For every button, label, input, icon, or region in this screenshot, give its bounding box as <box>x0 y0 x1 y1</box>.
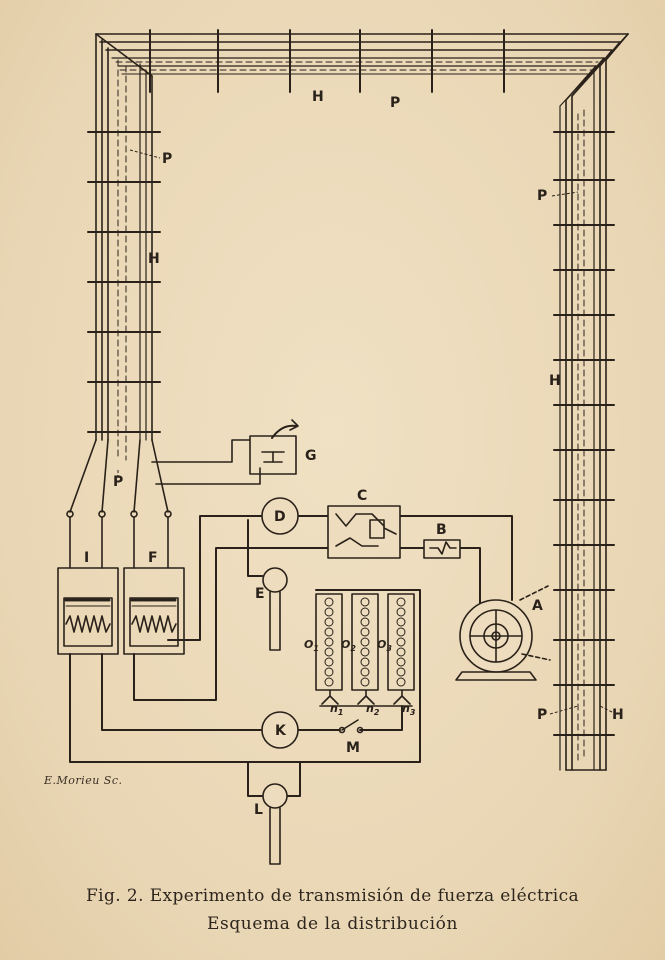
label-O3: O3 <box>377 638 392 653</box>
component-labels: H P P H P H P H P G C D B A I F E K M L … <box>84 89 624 818</box>
resistance-bead <box>360 637 370 647</box>
transformer-I <box>57 567 119 655</box>
meter-K <box>261 711 299 749</box>
lamp-L <box>262 783 288 865</box>
resistance-bead <box>396 627 406 637</box>
label-n3: n3 <box>402 702 416 717</box>
label-H-bottom-right: H <box>612 707 624 723</box>
resistance-bead <box>396 677 406 687</box>
resistance-banks <box>315 593 415 691</box>
regulator-G <box>249 419 299 475</box>
switchboard-C <box>327 505 401 559</box>
resistance-bead <box>360 597 370 607</box>
figure-caption-line2: Esquema de la distribución <box>206 914 459 934</box>
resistance-bead <box>324 647 334 657</box>
label-H-top: H <box>312 89 324 105</box>
label-E: E <box>255 586 265 602</box>
transformer-F <box>123 567 185 655</box>
resistance-bead <box>324 637 334 647</box>
label-P-right: P <box>537 188 547 204</box>
resistance-bead <box>360 667 370 677</box>
label-M: M <box>346 740 360 756</box>
resistance-bead <box>396 617 406 627</box>
label-H-right: H <box>549 373 561 389</box>
label-D: D <box>274 509 286 525</box>
fuse-B <box>423 539 461 559</box>
label-L: L <box>254 802 263 818</box>
figure-caption-line1: Fig. 2. Experimento de transmisión de fu… <box>85 886 580 906</box>
label-I: I <box>84 550 89 566</box>
resistance-bead <box>324 597 334 607</box>
label-K: K <box>275 723 287 739</box>
resistance-bead <box>396 647 406 657</box>
resistance-bead <box>396 637 406 647</box>
label-O1: O1 <box>304 638 319 653</box>
label-P-left: P <box>162 151 172 167</box>
label-P-center: P <box>113 474 123 490</box>
label-n2: n2 <box>366 702 380 717</box>
meter-D <box>261 497 299 535</box>
resistance-bead <box>324 657 334 667</box>
label-G: G <box>305 448 317 464</box>
label-H-left: H <box>148 251 160 267</box>
resistance-bead <box>360 617 370 627</box>
label-C: C <box>357 488 367 504</box>
resistance-bead <box>396 667 406 677</box>
resistance-bead <box>324 607 334 617</box>
resistance-bead <box>324 667 334 677</box>
resistance-bead <box>396 597 406 607</box>
lamp-E <box>261 567 288 651</box>
label-F: F <box>148 550 158 566</box>
insulator-crossbars-top <box>149 29 505 93</box>
resistance-bead <box>360 647 370 657</box>
resistance-bead <box>324 617 334 627</box>
label-P-top: P <box>390 95 400 111</box>
resistance-bead <box>360 657 370 667</box>
callout-leaders <box>117 149 613 715</box>
wiring <box>69 515 513 797</box>
resistance-bead <box>324 627 334 637</box>
resistance-bead <box>360 677 370 687</box>
resistance-bead <box>360 607 370 617</box>
resistance-beads <box>324 597 406 687</box>
dynamo-A <box>455 585 551 681</box>
insulator-crossbars-right <box>553 131 615 736</box>
label-n1: n1 <box>330 702 343 717</box>
label-A: A <box>532 598 543 614</box>
label-P-bottom-right: P <box>537 707 547 723</box>
resistance-bead <box>324 677 334 687</box>
overhead-line-frame <box>95 33 629 771</box>
switch-M <box>338 719 364 734</box>
resistance-bead <box>360 627 370 637</box>
label-B: B <box>436 522 447 538</box>
resistance-bead <box>396 607 406 617</box>
insulator-crossbars-left <box>87 131 161 433</box>
engraver-signature: E.Morieu Sc. <box>44 774 123 787</box>
resistance-bead <box>396 657 406 667</box>
label-O2: O2 <box>341 638 356 653</box>
tap-switches <box>319 689 413 707</box>
